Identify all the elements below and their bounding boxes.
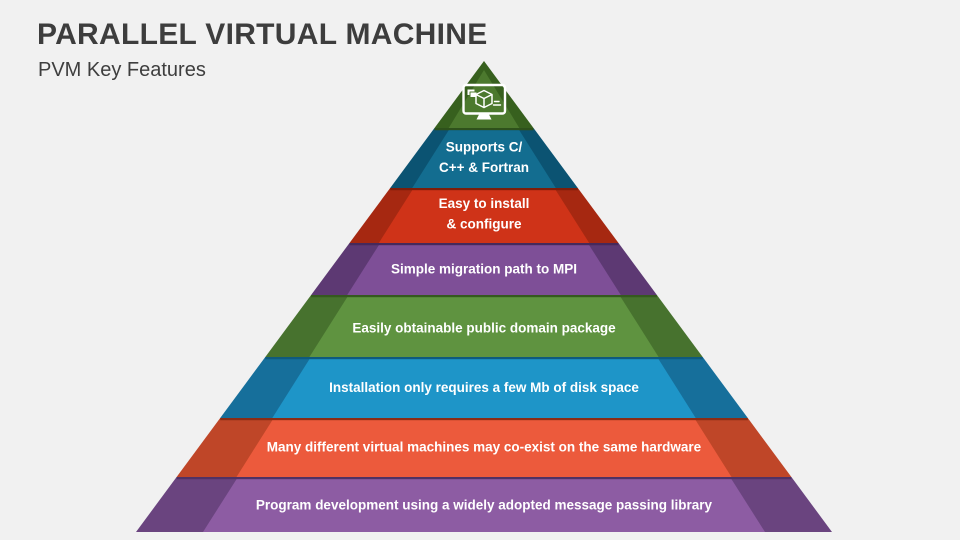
layer-label-line2: C++ & Fortran <box>439 160 529 175</box>
layer-disk-space: Installation only requires a few Mb of d… <box>220 357 748 418</box>
layer-label: Simple migration path to MPI <box>391 262 577 277</box>
virtual-machine-icon <box>462 83 507 120</box>
layer-face <box>309 297 659 357</box>
layer-face <box>272 359 696 418</box>
layer-message-passing: Program development using a widely adopt… <box>136 477 832 532</box>
layer-coexist: Many different virtual machines may co-e… <box>176 418 792 477</box>
layer-label: Easily obtainable public domain package <box>352 321 616 336</box>
layer-public-domain: Easily obtainable public domain package <box>265 295 703 357</box>
page-title: PARALLEL VIRTUAL MACHINE <box>37 18 488 51</box>
layer-label-line1: Easy to install <box>439 196 530 211</box>
layer-face <box>347 245 621 295</box>
layer-supports-languages: Supports C/ C++ & Fortran <box>390 128 578 188</box>
layer-face <box>412 130 556 188</box>
layer-easy-install: Easy to install & configure <box>349 188 619 243</box>
layer-mpi-migration: Simple migration path to MPI <box>311 243 657 295</box>
layer-face <box>236 420 732 477</box>
layer-label-line1: Supports C/ <box>446 140 523 155</box>
layer-face <box>203 479 765 532</box>
layer-face <box>378 190 590 243</box>
layer-label-line2: & configure <box>446 217 521 232</box>
layer-label: Installation only requires a few Mb of d… <box>329 380 639 395</box>
cube-wireframe-glyph <box>475 89 493 109</box>
page-subtitle: PVM Key Features <box>38 59 206 81</box>
layer-label: Many different virtual machines may co-e… <box>267 440 702 455</box>
layer-label: Program development using a widely adopt… <box>256 498 713 513</box>
monitor-stand <box>476 113 492 120</box>
